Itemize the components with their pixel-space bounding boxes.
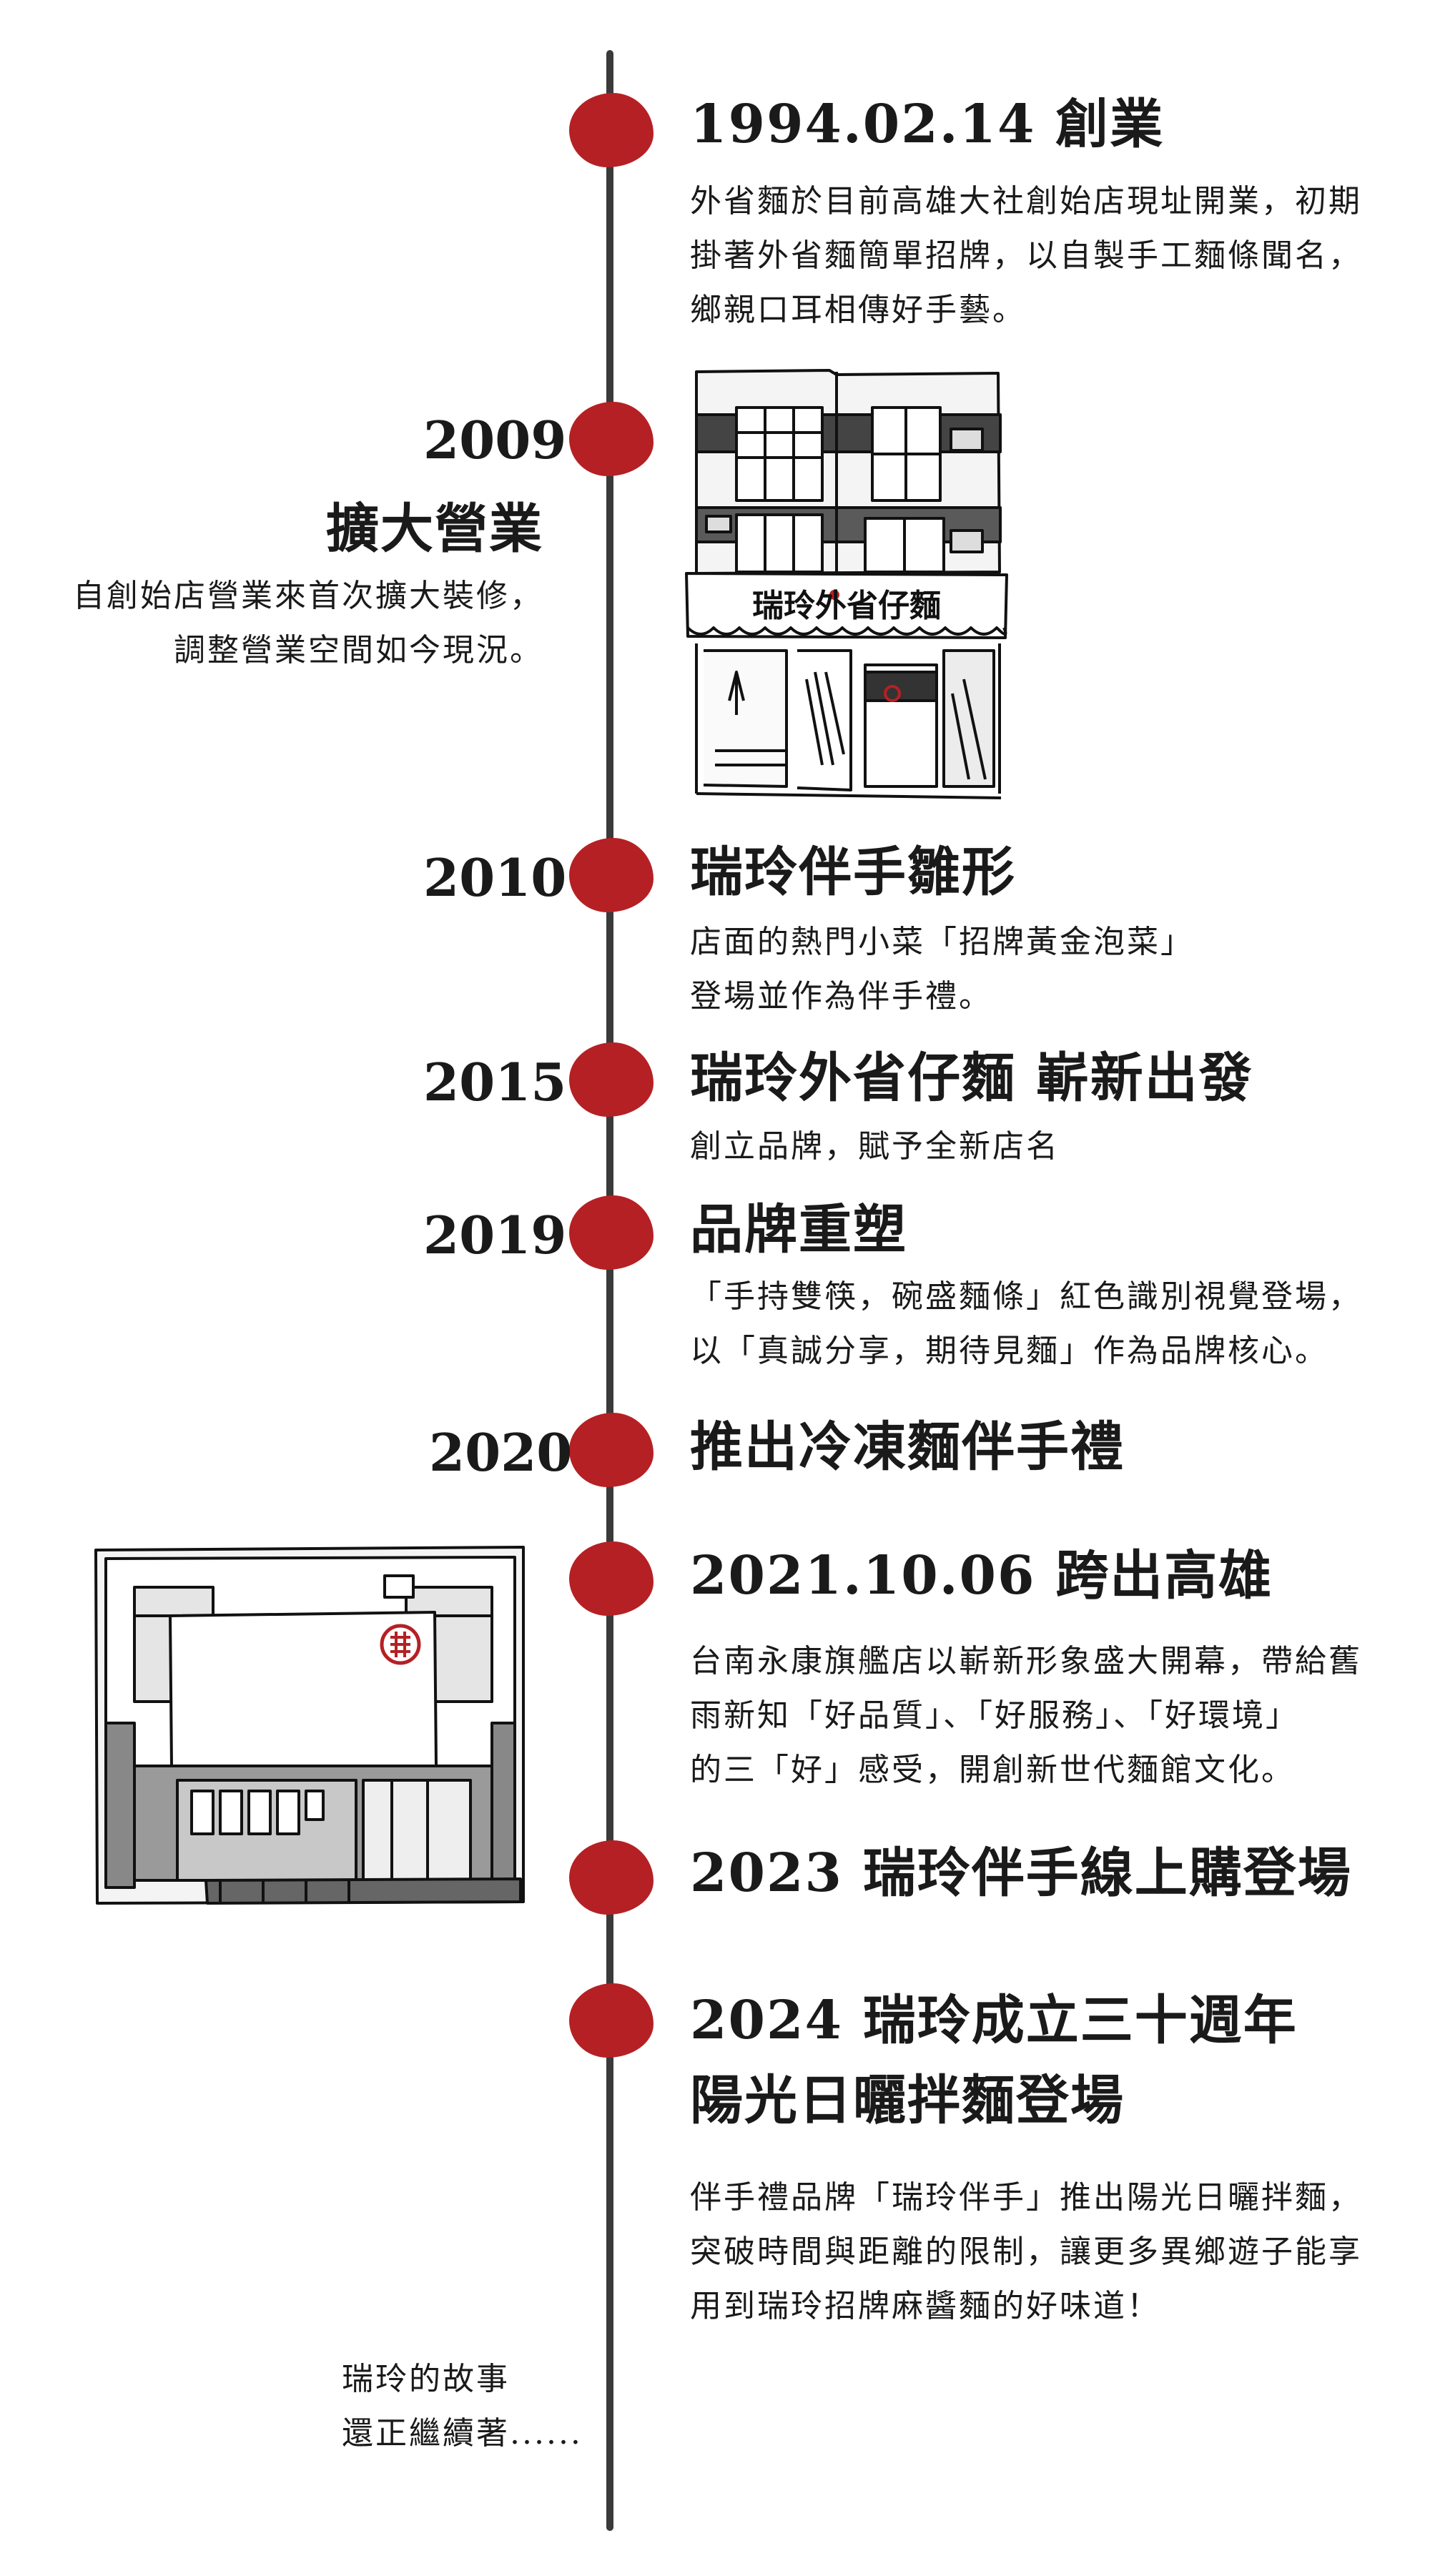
event-2009-title: 擴大營業 (326, 500, 543, 558)
store-sign-text: 瑞玲外省仔麵 (752, 588, 941, 624)
event-2019-title: 品牌重塑 (690, 1201, 907, 1259)
event-2009-description: 自創始店營業來首次擴大裝修， 調整營業空間如今現況。 (73, 569, 543, 678)
footer-line-2: 還正繼續著...... (342, 2407, 583, 2461)
original-store-illustration: 瑞玲外省仔麵 (686, 365, 1008, 801)
event-2024-description: 伴手禮品牌「瑞玲伴手」推出陽光日曬拌麵， 突破時間與距離的限制，讓更多異鄉遊子能… (690, 2171, 1362, 2334)
event-2010-title: 瑞玲伴手雛形 (690, 844, 1016, 902)
timeline-marker (569, 93, 654, 167)
event-2024-title-line2: 陽光日曬拌麵登場 (690, 2072, 1125, 2130)
timeline-marker (569, 1983, 654, 2058)
event-2015-title: 瑞玲外省仔麵 嶄新出發 (690, 1050, 1253, 1107)
event-2024-title-line1: 2024 瑞玲成立三十週年 (690, 1992, 1298, 2050)
event-2015-description: 創立品牌，賦予全新店名 (690, 1120, 1060, 1174)
flagship-store-illustration (92, 1544, 535, 1909)
timeline-marker (569, 838, 654, 912)
event-2015-year: 2015 (423, 1057, 566, 1108)
event-2009-year: 2009 (423, 415, 566, 466)
event-2023-title: 2023 瑞玲伴手線上購登場 (690, 1845, 1352, 1903)
event-2020-title: 推出冷凍麵伴手禮 (690, 1418, 1125, 1476)
event-2010-year: 2010 (423, 852, 566, 904)
timeline-marker (569, 1413, 654, 1487)
event-2020-year: 2020 (429, 1427, 572, 1479)
timeline-marker (569, 1195, 654, 1270)
timeline-marker (569, 1042, 654, 1117)
event-2019-year: 2019 (423, 1210, 566, 1261)
event-2021-title: 2021.10.06 跨出高雄 (690, 1547, 1273, 1605)
event-1994-title: 1994.02.14 創業 (690, 96, 1164, 154)
timeline-marker (569, 1541, 654, 1616)
event-2019-description: 「手持雙筷，碗盛麵條」紅色識別視覺登場， 以「真誠分享，期待見麵」作為品牌核心。 (690, 1270, 1362, 1378)
timeline-marker (569, 1840, 654, 1915)
event-2021-description: 台南永康旗艦店以嶄新形象盛大開幕，帶給舊 雨新知「好品質」、「好服務」、「好環境… (690, 1634, 1362, 1797)
timeline-marker (569, 402, 654, 476)
footer-line-1: 瑞玲的故事 (342, 2352, 510, 2407)
event-1994-description: 外省麵於目前高雄大社創始店現址開業，初期 掛著外省麵簡單招牌，以自製手工麵條聞名… (690, 174, 1362, 337)
event-2010-description: 店面的熱門小菜「招牌黃金泡菜」 登場並作為伴手禮。 (690, 915, 1194, 1024)
